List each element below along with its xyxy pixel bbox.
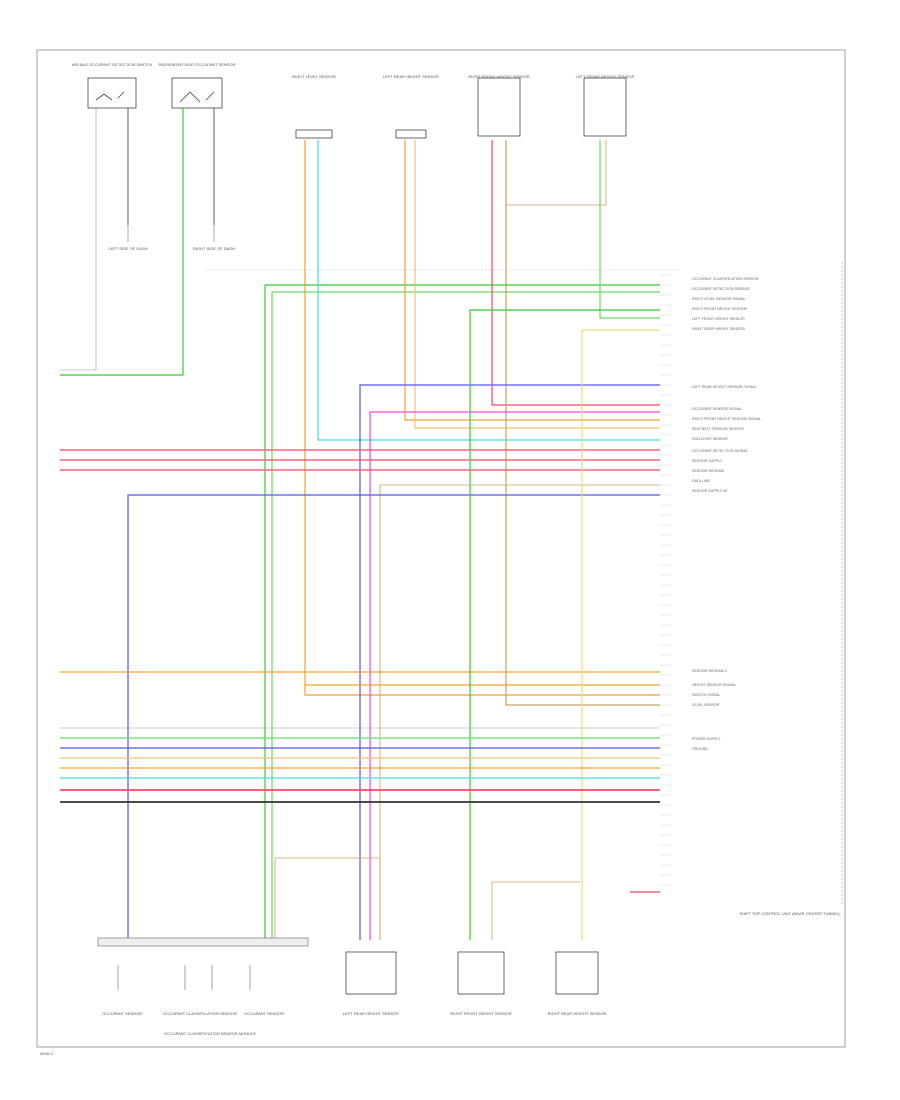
- bottom-component-b4: LEFT REAR HEIGHT SENSOR: [343, 951, 399, 1016]
- signal-label: SENSOR SUPPLY 5V: [692, 489, 728, 493]
- signal-label: HEIGHT SENSOR SIGNAL: [692, 683, 736, 687]
- signal-label: OCCUPANT DETECTION SIGNAL: [692, 449, 748, 453]
- signal-label: SENSOR GROUND: [692, 469, 725, 473]
- connector-pins: [660, 274, 672, 886]
- bottom-component-b1-label: OCCUPANT SENSOR: [102, 1011, 142, 1016]
- wire-tan-c5: [505, 140, 660, 706]
- bottom-group-label: OCCUPANT CLASSIFICATION SENSOR MODULE: [164, 1031, 256, 1036]
- wire-orange-c4: [404, 140, 660, 421]
- wire-c1-gray: [60, 108, 97, 371]
- wire-orange-c3: [304, 140, 660, 696]
- wires: [60, 108, 660, 940]
- diagram-frame: [36, 49, 846, 1048]
- wire-orange-c4b: [414, 140, 660, 429]
- bottom-component-b6-label: RIGHT REAR HEIGHT SENSOR: [548, 1011, 607, 1016]
- wire-green-c6: [599, 140, 660, 319]
- top-component-c3: RIGHT LEVEL SENSOR: [292, 74, 336, 139]
- signal-label: RIGHT FRONT HEIGHT SENSOR SIGNAL: [692, 417, 761, 421]
- footer-code: W16L0: [40, 1051, 53, 1056]
- wire-c2-green: [60, 108, 184, 376]
- bottom-component-b2: OCCUPANT CLASSIFICATION SENSOR: [163, 965, 237, 1016]
- signal-label: LEVEL SENSOR: [692, 703, 720, 707]
- top-component-c2: PASSENGER SEAT OCCUPANT SENSOR: [159, 62, 236, 109]
- signal-label: RIGHT REAR HEIGHT SENSOR: [692, 327, 745, 331]
- bottom-connector-bar: [97, 937, 309, 947]
- ground-right: RIGHT SIDE OF DASH: [193, 225, 235, 251]
- signal-label: SWITCH SIGNAL: [692, 693, 720, 697]
- top-component-c6-label: LEFT FRONT HEIGHT SENSOR: [576, 74, 635, 79]
- ground-left: LEFT SIDE OF DASH: [108, 225, 148, 251]
- signal-label: ROLLOVER SENSOR: [692, 437, 728, 441]
- ground-right-label: RIGHT SIDE OF DASH: [193, 246, 235, 251]
- wire-green-1: [264, 284, 660, 940]
- bottom-component-b1: OCCUPANT SENSOR: [102, 965, 142, 1016]
- wire-magenta: [369, 411, 660, 940]
- wire-cyan-c3: [317, 140, 660, 441]
- signal-label: SENSOR GROUND 2: [692, 669, 727, 673]
- signal-label: GROUND: [692, 747, 708, 751]
- signal-label: LEFT REAR HEIGHT SENSOR SIGNAL: [692, 385, 757, 389]
- signal-labels: OCCUPANT CLASSIFICATION SENSOR OCCUPANT D…: [692, 277, 761, 751]
- ground-left-label: LEFT SIDE OF DASH: [108, 246, 147, 251]
- signal-label: DATA LINE: [692, 479, 710, 483]
- top-component-c4-label: LEFT REAR HEIGHT SENSOR: [383, 74, 439, 79]
- bottom-component-b4-label: LEFT REAR HEIGHT SENSOR: [343, 1011, 399, 1016]
- wire-tan-2: [379, 484, 660, 940]
- bottom-component-b5: RIGHT FRONT HEIGHT SENSOR: [450, 951, 512, 1016]
- wire-blue-1: [359, 384, 660, 940]
- wire-pink-c5: [491, 140, 660, 406]
- signal-label: LEFT FRONT HEIGHT SENSOR: [692, 317, 745, 321]
- bottom-component-b3: OCCUPANT SENSOR: [244, 965, 284, 1016]
- bottom-component-b5-label: RIGHT FRONT HEIGHT SENSOR: [450, 1011, 511, 1016]
- wire-yellow-c6: [581, 329, 660, 940]
- signal-label: POWER SUPPLY: [692, 737, 721, 741]
- wire-green-3: [469, 309, 660, 940]
- top-component-c1: AIR BAG OCCUPANT DETECTION SWITCH: [72, 62, 153, 109]
- top-component-c1-label: AIR BAG OCCUPANT DETECTION SWITCH: [72, 62, 153, 67]
- signal-label: OCCUPANT CLASSIFICATION SENSOR: [692, 277, 759, 281]
- signal-label: RIGHT LEVEL SENSOR SIGNAL: [692, 297, 746, 301]
- top-component-c6: LEFT FRONT HEIGHT SENSOR: [576, 74, 635, 137]
- wire-blue-2: [127, 494, 660, 940]
- wire-tan-b4: [274, 857, 381, 940]
- bottom-component-b3-label: OCCUPANT SENSOR: [244, 1011, 284, 1016]
- signal-label: SENSOR SUPPLY: [692, 459, 723, 463]
- wire-green-2: [271, 291, 660, 940]
- bottom-component-b6: RIGHT REAR HEIGHT SENSOR: [548, 951, 607, 1016]
- top-component-c5-label: RIGHT FRONT HEIGHT SENSOR: [468, 74, 529, 79]
- wire-tan-b5: [491, 881, 580, 940]
- bottom-component-b2-label: OCCUPANT CLASSIFICATION SENSOR: [163, 1011, 237, 1016]
- top-component-c5: RIGHT FRONT HEIGHT SENSOR: [468, 74, 530, 137]
- signal-label: SEAT BELT TENSION SENSOR: [692, 427, 744, 431]
- signal-label: RIGHT FRONT HEIGHT SENSOR: [692, 307, 748, 311]
- control-module-label: SHIFT TOP CONTROL UNIT (NEAR CENTER TUNN…: [740, 911, 842, 916]
- top-component-c4: LEFT REAR HEIGHT SENSOR: [383, 74, 439, 139]
- top-component-c3-label: RIGHT LEVEL SENSOR: [292, 74, 336, 79]
- signal-label: OCCUPANT DETECTION SENSOR: [692, 287, 750, 291]
- wire-tan-c6: [506, 140, 607, 206]
- top-component-c2-label: PASSENGER SEAT OCCUPANT SENSOR: [159, 62, 236, 67]
- signal-label: OCCUPANT SENSOR SIGNAL: [692, 407, 742, 411]
